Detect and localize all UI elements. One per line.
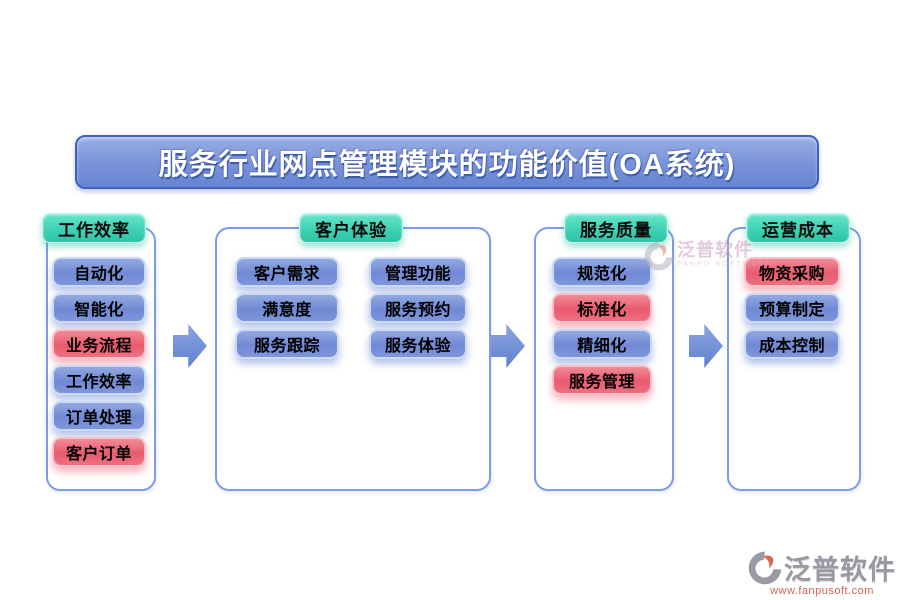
item-pill: 服务管理	[552, 365, 652, 395]
item-pill: 规范化	[552, 257, 652, 287]
item-pill: 预算制定	[744, 293, 840, 323]
item-pill: 服务体验	[369, 329, 467, 359]
item-pill: 智能化	[52, 293, 146, 323]
item-pill: 标准化	[552, 293, 652, 323]
footer-website: www.fanpusoft.com	[770, 585, 874, 597]
footer-brand-name: 泛普软件	[784, 555, 896, 585]
flow-arrow-right-icon	[491, 324, 525, 368]
column-header-work-efficiency: 工作效率	[42, 213, 146, 243]
footer-brand-row: 泛普软件	[748, 548, 896, 587]
page-title: 服务行业网点管理模块的功能价值(OA系统)	[158, 149, 736, 181]
item-pill: 成本控制	[744, 329, 840, 359]
item-pill: 管理功能	[369, 257, 467, 287]
column-header-operating-cost: 运营成本	[746, 213, 850, 243]
flow-arrow-right-icon	[689, 324, 723, 368]
item-pill: 订单处理	[52, 401, 146, 431]
column-header-service-quality: 服务质量	[564, 213, 668, 243]
item-pill: 服务预约	[369, 293, 467, 323]
item-pill: 服务跟踪	[235, 329, 339, 359]
item-pill: 客户需求	[235, 257, 339, 287]
column-header-customer-experience: 客户体验	[299, 213, 403, 243]
item-pill: 自动化	[52, 257, 146, 287]
item-pill: 精细化	[552, 329, 652, 359]
item-pill: 业务流程	[52, 329, 146, 359]
item-pill: 满意度	[235, 293, 339, 323]
fanpu-logo-icon	[748, 551, 782, 584]
column-items: 客户需求管理功能满意度服务预约服务跟踪服务体验	[229, 257, 473, 359]
footer-brand: 泛普软件 www.fanpusoft.com	[748, 548, 896, 597]
column-items: 自动化智能化业务流程工作效率订单处理客户订单	[52, 257, 146, 467]
column-items: 规范化标准化精细化服务管理	[552, 257, 652, 395]
title-banner: 服务行业网点管理模块的功能价值(OA系统)	[75, 135, 819, 189]
item-pill: 客户订单	[52, 437, 146, 467]
column-items: 物资采购预算制定成本控制	[744, 257, 840, 359]
item-pill: 工作效率	[52, 365, 146, 395]
item-pill: 物资采购	[744, 257, 840, 287]
flow-arrow-right-icon	[173, 324, 207, 368]
